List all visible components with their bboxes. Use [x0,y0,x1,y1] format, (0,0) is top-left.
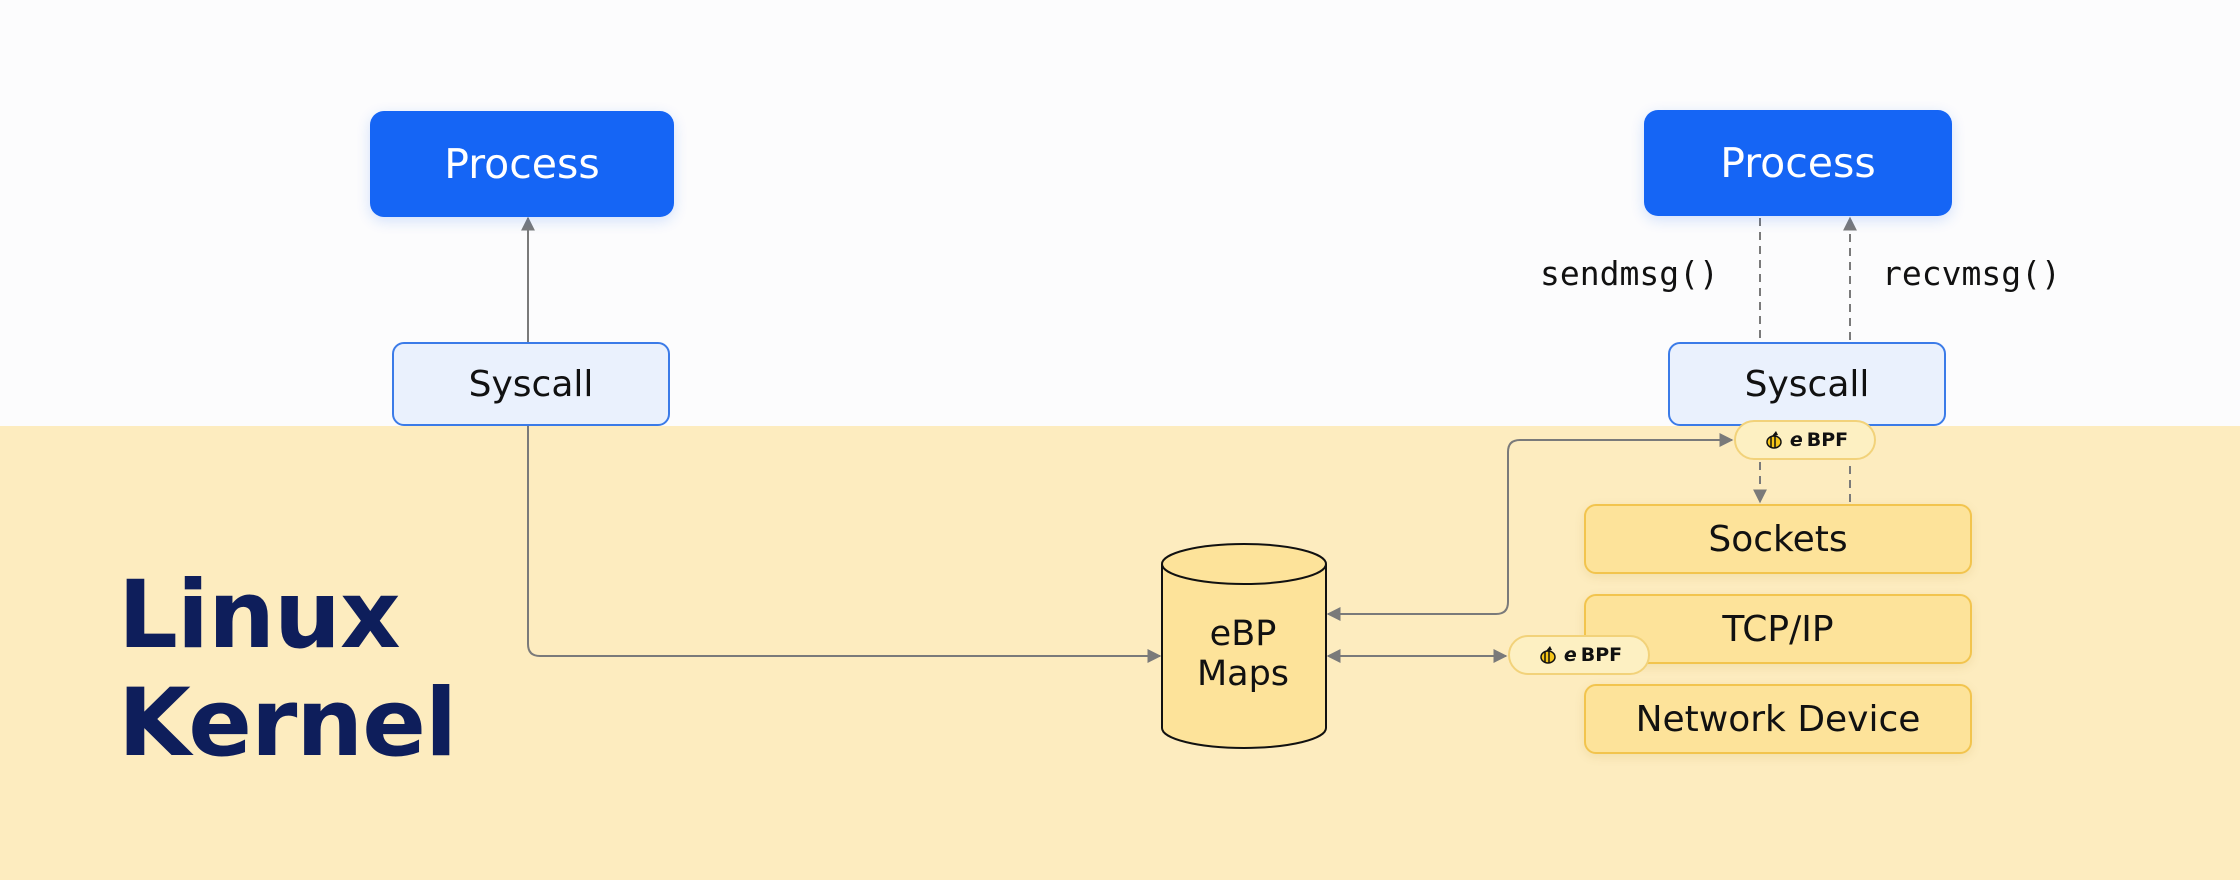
bee-icon [1540,646,1556,664]
sockets-box: Sockets [1584,504,1972,574]
maps-to-syscall-ebpf-arrow [1326,433,1734,621]
ebpf-badge-bpf: BPF [1580,644,1623,666]
right-process-box: Process [1644,110,1952,216]
bee-icon [1766,431,1782,449]
maps-label-line1: eBP [1209,614,1277,654]
kernel-label-line1: Linux [118,561,401,670]
ebpf-maps-cylinder [1161,543,1327,749]
linux-kernel-label: Linux Kernel [118,561,457,778]
right-syscall-box: Syscall [1668,342,1946,426]
kernel-label-line2: Kernel [118,669,457,778]
network-device-box: Network Device [1584,684,1972,754]
ebpf-badge-e: e [1563,644,1577,666]
left-process-box: Process [370,111,674,217]
left-syscall-to-maps-arrow [527,426,1162,663]
recvmsg-label: recvmsg() [1882,254,2061,293]
left-syscall-box: Syscall [392,342,670,426]
maps-label-line2: Maps [1196,654,1290,694]
sendmsg-label: sendmsg() [1540,254,1719,293]
ebpf-badge-bpf: BPF [1806,429,1849,451]
ebpf-maps-label: eBP Maps [1160,614,1326,694]
ebpf-badge-e: e [1789,429,1803,451]
